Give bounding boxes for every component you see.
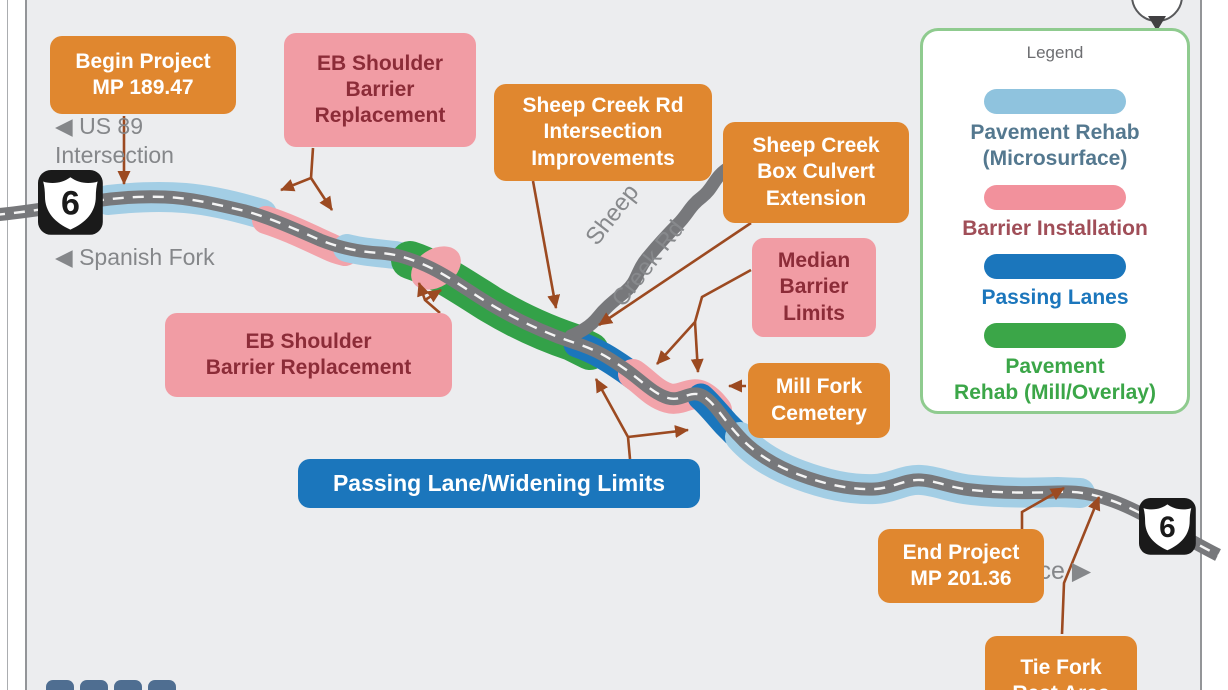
callout-tie-fork-rest-area: Tie Fork Rest Area — [985, 636, 1137, 690]
legend-title: Legend — [1026, 43, 1084, 62]
leader-tie-fork — [1060, 496, 1101, 635]
route-number-west: 6 — [61, 185, 80, 223]
callout-begin-project: Begin Project MP 189.47 — [50, 36, 236, 114]
map-border-left — [25, 0, 27, 690]
leader-passing-b — [627, 425, 689, 439]
map-border-right — [1200, 0, 1202, 690]
legend-swatch-mill-overlay — [984, 323, 1126, 348]
us6-centerline — [0, 195, 1219, 557]
north-arrow-pointer-icon — [1148, 16, 1166, 31]
leader-median-b — [690, 321, 704, 373]
leader-end-project — [1020, 486, 1065, 529]
leader-lines — [117, 116, 1101, 635]
legend-swatch-passing-lanes — [984, 253, 1126, 279]
leader-eb-shoulder-a — [280, 147, 315, 192]
legend-label-passing-lanes: Passing Lanes — [981, 285, 1129, 309]
legend-label-mill-overlay: Pavement Rehab (Mill/Overlay) — [954, 355, 1156, 405]
udot-logo-shape — [80, 680, 108, 690]
spanish-fork-label: ◀ Spanish Fork — [55, 244, 215, 270]
legend: Legend Pavement Rehab (Microsurface) Bar… — [920, 28, 1190, 414]
legend-swatch-barrier — [984, 184, 1126, 210]
leader-median-a — [656, 268, 752, 365]
udot-logo-shape — [114, 680, 142, 690]
callout-median-barrier-limits: Median Barrier Limits — [752, 238, 876, 337]
route-6-shield-icon-west: 6 — [38, 170, 103, 235]
leader-eb-shoulder-b — [309, 177, 334, 211]
callout-eb-shoulder-barrier-bottom: EB Shoulder Barrier Replacement — [165, 313, 452, 397]
leader-box-culvert — [598, 221, 752, 327]
udot-logo-shape — [148, 680, 176, 690]
callout-box-culvert-extension: Sheep Creek Box Culvert Extension — [723, 122, 909, 223]
page-border-left-outer — [7, 0, 8, 690]
udot-logo-shape — [46, 680, 74, 690]
callout-sheep-creek-intersection: Sheep Creek Rd Intersection Improvements — [494, 84, 712, 181]
legend-label-barrier: Barrier Installation — [962, 216, 1148, 240]
legend-label-microsurface: Pavement Rehab (Microsurface) — [970, 121, 1140, 171]
sheep-creek-road — [564, 160, 737, 343]
callout-mill-fork-cemetery: Mill Fork Cemetery — [748, 363, 890, 438]
leader-eb-shoulder2-b — [424, 288, 442, 303]
route-6-shield-icon-east: 6 — [1139, 498, 1196, 555]
udot-logo — [46, 680, 176, 690]
route-number-east: 6 — [1159, 511, 1176, 544]
callout-passing-lane-limits: Passing Lane/Widening Limits — [298, 459, 700, 508]
callout-end-project: End Project MP 201.36 — [878, 529, 1044, 603]
callout-eb-shoulder-barrier-top: EB Shoulder Barrier Replacement — [284, 33, 476, 147]
legend-swatch-microsurface — [984, 89, 1126, 114]
leader-intersection — [531, 180, 561, 309]
leader-passing-a — [594, 378, 632, 460]
us89-intersection-label: ◀ US 89 Intersection — [55, 113, 174, 168]
